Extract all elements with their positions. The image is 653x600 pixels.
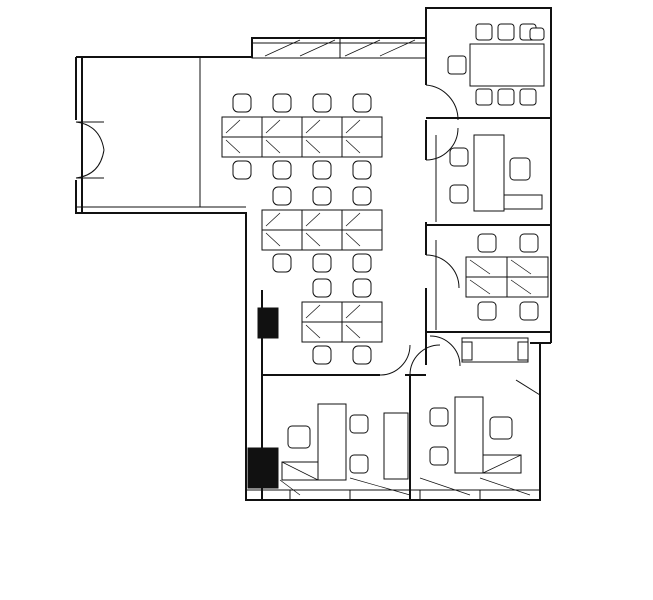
- workstation-cluster-1: [221, 93, 383, 180]
- office-3: [281, 403, 409, 481]
- conference-table: [469, 43, 545, 87]
- office-2: [465, 233, 549, 321]
- office-1: [449, 134, 543, 212]
- column-2: [247, 447, 279, 489]
- office-4: [429, 379, 541, 474]
- workstation-cluster-3: [301, 278, 383, 365]
- desk: [317, 403, 347, 481]
- column-1: [257, 307, 279, 339]
- desk: [454, 396, 484, 474]
- sofa-top: [461, 337, 529, 363]
- structural-columns: [247, 307, 279, 489]
- workstation-cluster-2: [261, 186, 383, 273]
- desk: [473, 134, 505, 212]
- door-swings: [379, 84, 461, 376]
- entrance-double-door: [74, 120, 105, 180]
- glass-storefront: [251, 37, 427, 59]
- bottom-glazing: [279, 477, 531, 500]
- sofa: [383, 412, 409, 480]
- meeting-room: [447, 23, 545, 106]
